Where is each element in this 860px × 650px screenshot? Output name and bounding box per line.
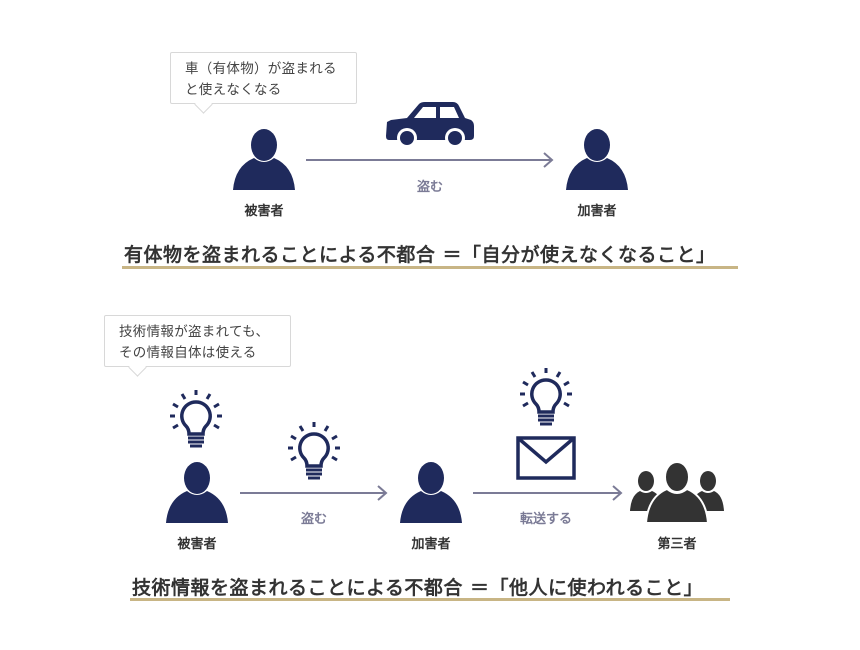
- bubble-line-1: 技術情報が盗まれても、: [119, 324, 270, 340]
- headline-underline-top: [122, 266, 738, 269]
- third-party-label: 第三者: [657, 537, 697, 552]
- victim-person-icon: [166, 462, 228, 523]
- headline-bottom: 技術情報を盗まれることによる不都合 ＝「他人に使われること」: [132, 577, 704, 599]
- arrow-steal-top: [306, 152, 554, 168]
- victim-person-icon: [233, 129, 295, 190]
- victim-label-top: 被害者: [244, 204, 284, 219]
- arrow-label-forward: 転送する: [519, 512, 572, 527]
- speech-bubble-bottom: 技術情報が盗まれても、 その情報自体は使える: [104, 315, 291, 377]
- lightbulb-icon: [520, 368, 572, 426]
- bubble-line-2: と使えなくなる: [185, 82, 282, 98]
- lightbulb-icon: [288, 422, 340, 480]
- speech-bubble-top: 車（有体物）が盗まれる と使えなくなる: [170, 52, 357, 114]
- arrow-steal-bottom: [240, 485, 388, 501]
- lightbulb-icon: [170, 390, 222, 448]
- arrow-label-steal-top: 盗む: [416, 180, 443, 195]
- perpetrator-person-icon: [566, 129, 628, 190]
- car-icon: [386, 102, 474, 148]
- bubble-line-2: その情報自体は使える: [119, 345, 257, 361]
- headline-top: 有体物を盗まれることによる不都合 ＝「自分が使えなくなること」: [124, 244, 716, 266]
- third-party-group-icon: [630, 461, 724, 524]
- arrow-forward: [473, 485, 623, 501]
- victim-label-bottom: 被害者: [177, 537, 217, 552]
- bubble-line-1: 車（有体物）が盗まれる: [185, 61, 337, 77]
- perpetrator-person-icon: [400, 462, 462, 523]
- perpetrator-label-bottom: 加害者: [411, 537, 451, 552]
- envelope-icon: [516, 436, 576, 480]
- headline-underline-bottom: [130, 598, 730, 601]
- perpetrator-label-top: 加害者: [577, 204, 617, 219]
- arrow-label-steal-bottom: 盗む: [300, 512, 327, 527]
